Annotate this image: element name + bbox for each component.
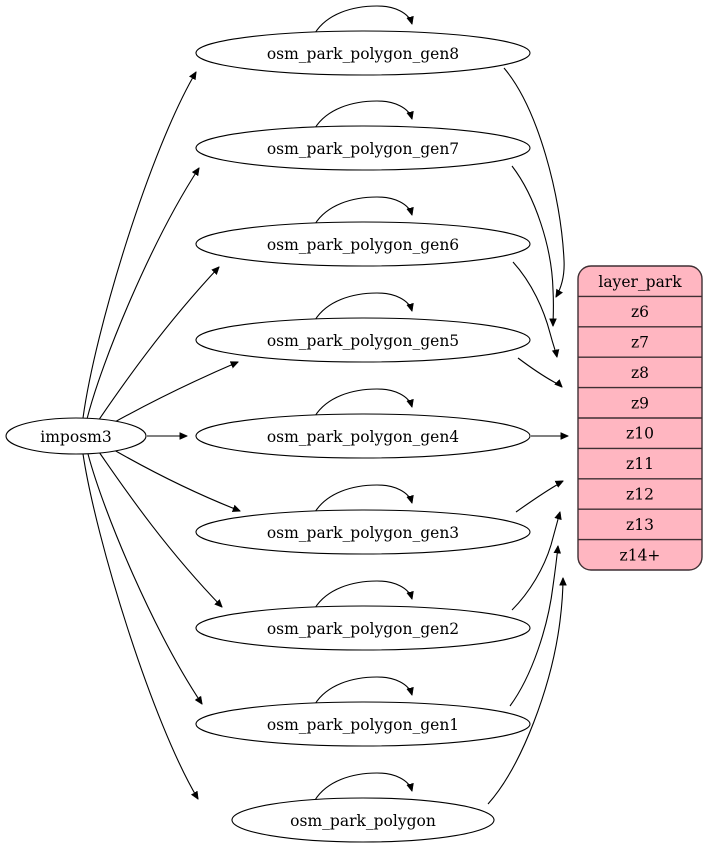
node-osm-park-polygon-gen7[interactable]: osm_park_polygon_gen7	[195, 125, 531, 171]
layer-park-row-z13[interactable]: z13	[626, 516, 654, 534]
node-osm-park-polygon-gen4[interactable]: osm_park_polygon_gen4	[195, 413, 531, 459]
node-osm-park-polygon-gen2[interactable]: osm_park_polygon_gen2	[195, 605, 531, 651]
gen2-label: osm_park_polygon_gen2	[267, 620, 459, 638]
gen1-label: osm_park_polygon_gen1	[267, 716, 459, 734]
self-loop-gen5	[314, 292, 412, 321]
gen6-ellipse[interactable]	[195, 221, 531, 267]
gen8-ellipse[interactable]	[195, 30, 531, 76]
node-imposm3[interactable]: imposm3	[5, 417, 147, 455]
node-osm-park-polygon-gen3[interactable]: osm_park_polygon_gen3	[195, 509, 531, 555]
layer-park-row-z7[interactable]: z7	[631, 334, 649, 352]
layer-park-row-z12[interactable]: z12	[626, 486, 654, 504]
edges-from-imposm3	[82, 72, 240, 799]
gen8-label: osm_park_polygon_gen8	[267, 45, 459, 63]
edge-imposm3-to-osm-park-polygon	[82, 453, 198, 799]
node-osm-park-polygon-gen1[interactable]: osm_park_polygon_gen1	[195, 701, 531, 747]
imposm3-ellipse[interactable]	[5, 417, 147, 455]
layer-park-row-z8[interactable]: z8	[631, 364, 649, 382]
node-osm-park-polygon-gen6[interactable]: osm_park_polygon_gen6	[195, 221, 531, 267]
node-osm-park-polygon[interactable]: osm_park_polygon	[231, 797, 495, 843]
gen7-ellipse[interactable]	[195, 125, 531, 171]
edge-gen3-to-z11	[515, 481, 563, 513]
edge-gen7-to-z7	[511, 165, 553, 326]
layer-park-row-z11[interactable]: z11	[626, 455, 654, 473]
edge-gen1-to-z13	[509, 546, 558, 707]
layer-park-row-z10[interactable]: z10	[626, 425, 654, 443]
layer-park-row-z14plus[interactable]: z14+	[620, 546, 661, 564]
self-loop-gen1	[314, 676, 412, 705]
node-osm-park-polygon-gen8[interactable]: osm_park_polygon_gen8	[195, 30, 531, 76]
imposm3-label: imposm3	[40, 428, 111, 446]
self-loop-osm-park-polygon	[314, 772, 412, 801]
osm-park-polygon-label: osm_park_polygon	[290, 812, 436, 830]
edge-imposm3-to-gen2	[98, 451, 222, 607]
self-loop-gen7	[314, 100, 412, 129]
edge-imposm3-to-gen6	[97, 267, 219, 422]
gen3-label: osm_park_polygon_gen3	[267, 524, 459, 542]
self-loop-gen8	[314, 5, 412, 34]
gen4-label: osm_park_polygon_gen4	[267, 428, 459, 446]
edge-gen8-to-z6	[503, 67, 565, 297]
gen7-label: osm_park_polygon_gen7	[267, 140, 459, 158]
gen2-ellipse[interactable]	[195, 605, 531, 651]
edge-imposm3-to-gen7	[86, 168, 199, 420]
layer-park-row-z9[interactable]: z9	[631, 394, 649, 412]
gen1-ellipse[interactable]	[195, 701, 531, 747]
edge-gen2-to-z12	[511, 512, 560, 611]
edges-to-layer-park	[487, 67, 568, 805]
node-osm-park-polygon-gen5[interactable]: osm_park_polygon_gen5	[195, 317, 531, 363]
edge-imposm3-to-gen1	[87, 453, 202, 704]
edge-gen6-to-z8	[512, 261, 557, 357]
gen4-ellipse[interactable]	[195, 413, 531, 459]
node-layer-park-table[interactable]: layer_park z6 z7 z8 z9 z10 z11 z12 z13 z…	[577, 265, 703, 571]
gen6-label: osm_park_polygon_gen6	[267, 236, 459, 254]
self-loop-gen6	[314, 196, 412, 225]
gen3-ellipse[interactable]	[195, 509, 531, 555]
self-loop-gen4	[314, 388, 412, 417]
edge-imposm3-to-gen3	[113, 449, 240, 511]
self-loop-gen2	[314, 580, 412, 609]
edge-osm-park-polygon-to-z14plus	[487, 578, 563, 805]
osm-park-polygon-ellipse[interactable]	[231, 797, 495, 843]
edge-imposm3-to-gen5	[112, 362, 238, 424]
self-loop-gen3	[314, 484, 412, 513]
edge-gen5-to-z9	[517, 357, 562, 387]
gen5-ellipse[interactable]	[195, 317, 531, 363]
layer-park-row-z6[interactable]: z6	[631, 303, 649, 321]
gen5-label: osm_park_polygon_gen5	[267, 332, 459, 350]
edge-imposm3-to-gen8	[82, 72, 196, 419]
self-loop-edges	[314, 5, 412, 801]
layer-park-header-label: layer_park	[598, 273, 682, 291]
